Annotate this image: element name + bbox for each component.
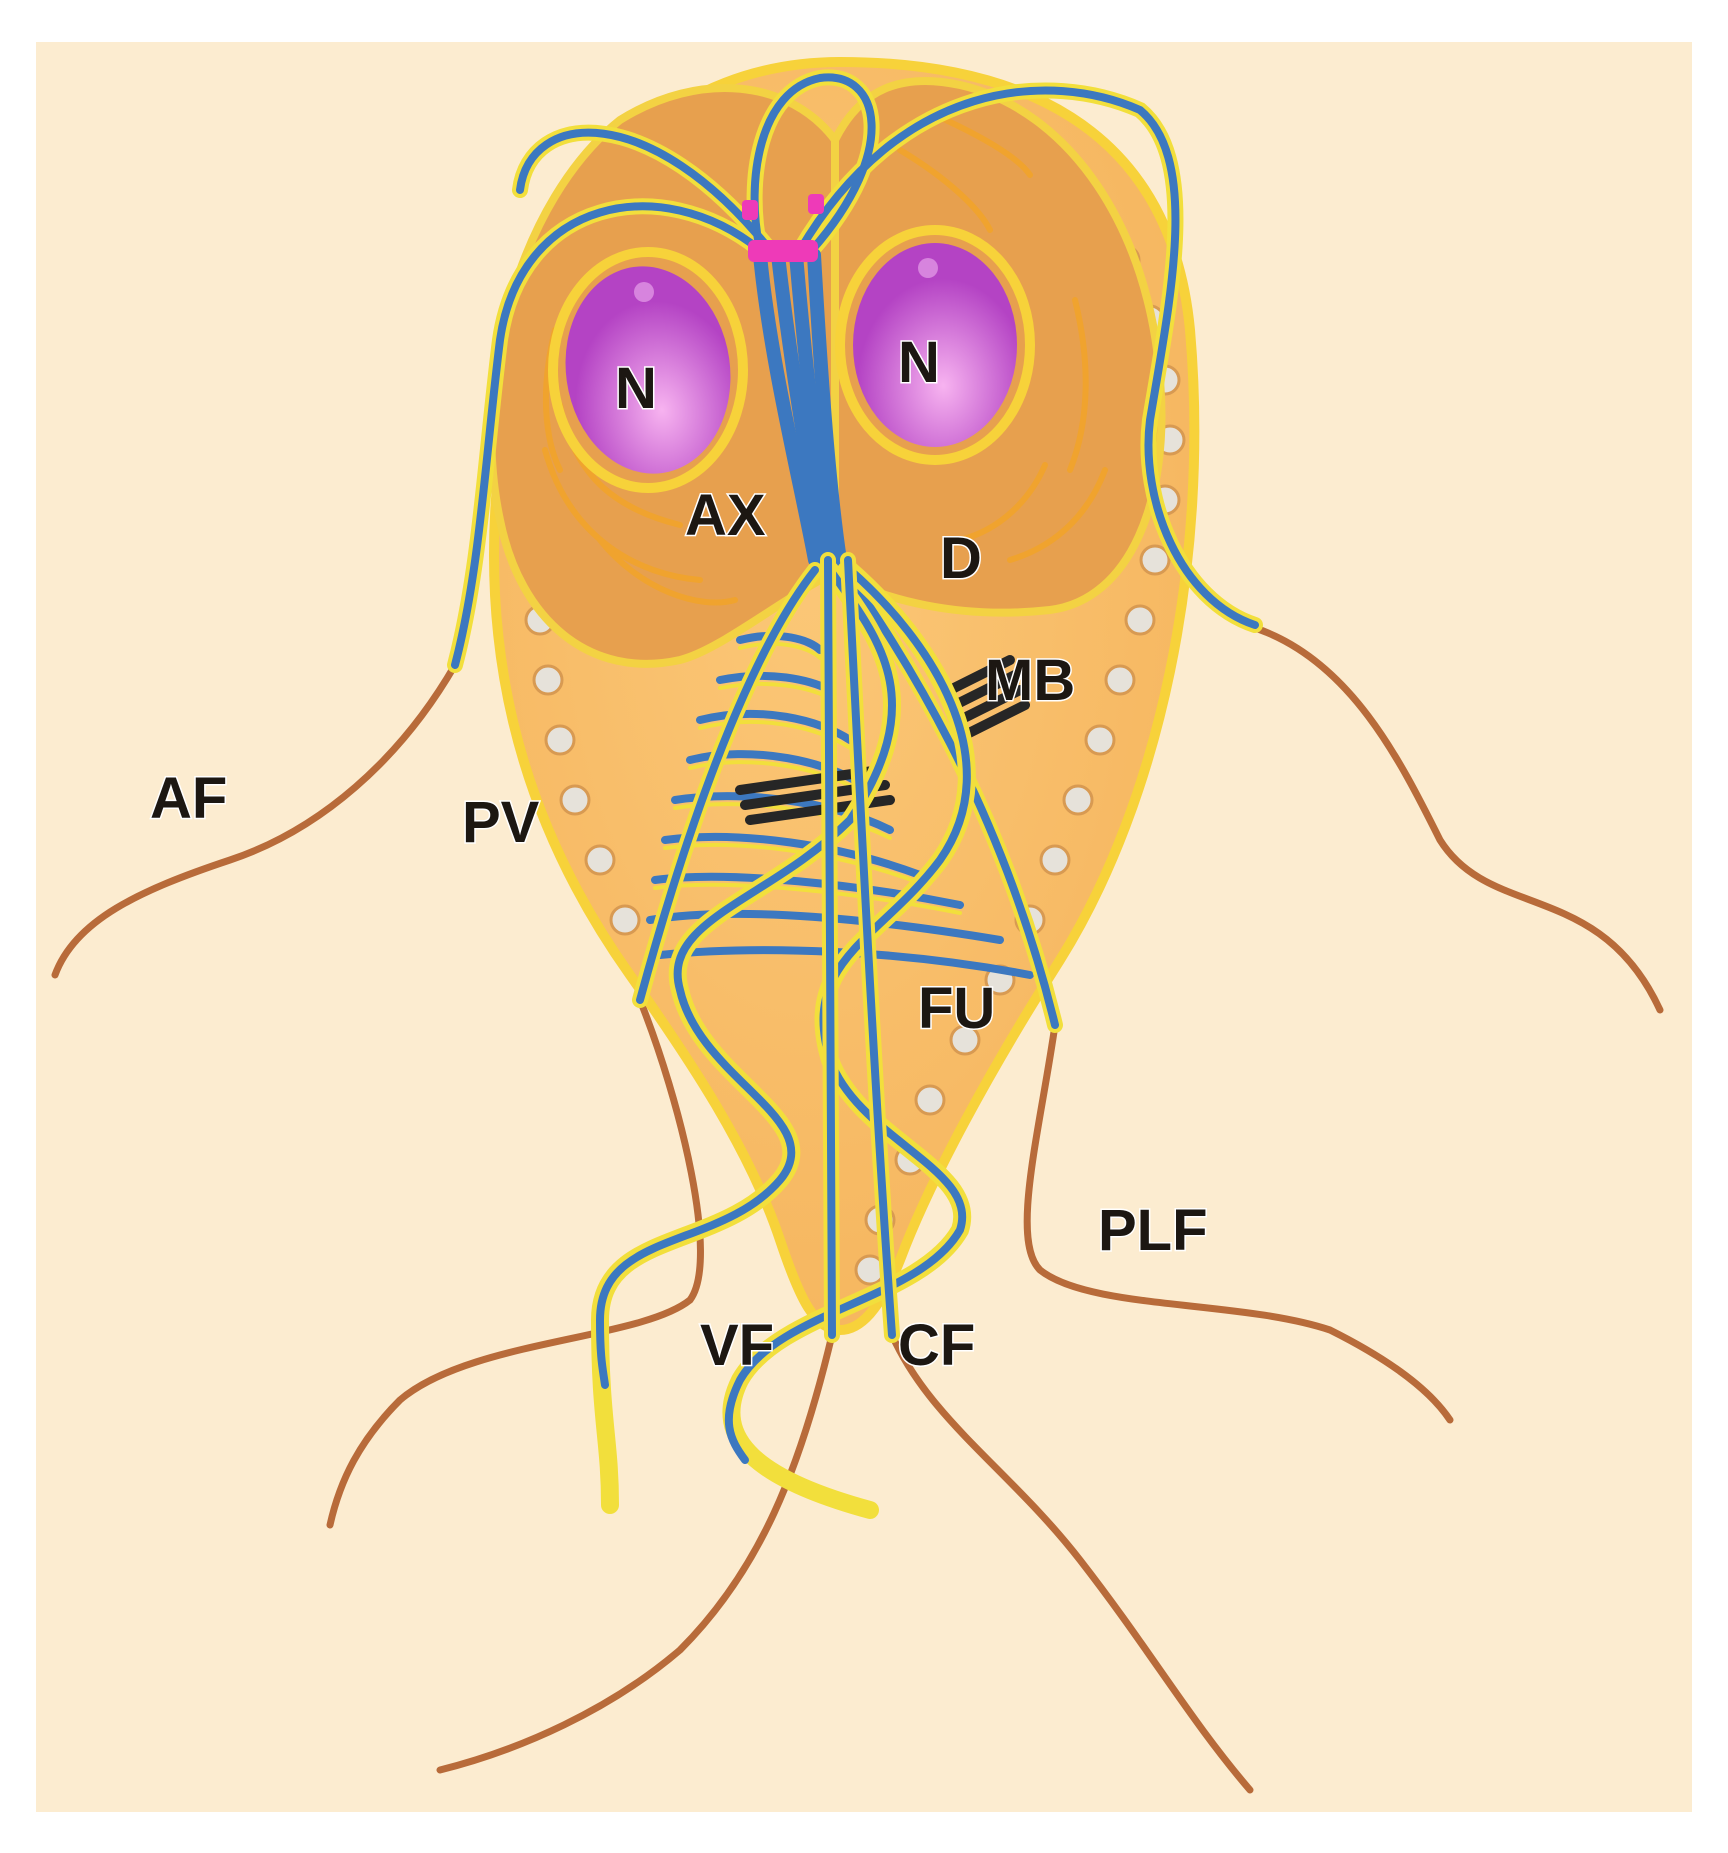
nucleolus-right [918, 258, 938, 278]
basal-bodies [742, 194, 824, 262]
anterior-flagella [51, 624, 1664, 1014]
label-posterolateral-flagella: PLF [1098, 1198, 1208, 1263]
peripheral-vacuole [1139, 544, 1171, 576]
nucleus-right-envelope [835, 225, 1035, 465]
caudal-axoneme-left [824, 556, 836, 1339]
peripheral-vacuole [559, 784, 591, 816]
peripheral-vacuole [1104, 664, 1136, 696]
ventral-flagella [590, 552, 976, 1519]
peripheral-vacuole [1124, 604, 1156, 636]
caudal-flagella [436, 1331, 1254, 1794]
axoneme-cores [451, 73, 1259, 669]
label-median-body: MB [985, 648, 1075, 713]
peripheral-vacuole [584, 844, 616, 876]
nucleus-left-envelope [548, 247, 748, 493]
peripheral-vacuole [949, 1024, 981, 1056]
label-anterior-flagella: AF [150, 766, 227, 831]
nucleus-left [565, 266, 731, 474]
label-axonemes: AX [685, 483, 766, 548]
anterior-flagellum-left [51, 661, 459, 979]
label-caudal-flagella: CF [898, 1313, 975, 1378]
nucleolus-left [634, 282, 654, 302]
posterolateral-flagellum-right [1023, 1021, 1454, 1424]
caudal-flagellum-right [888, 1331, 1254, 1794]
basal-body-left [742, 200, 758, 220]
peripheral-vacuole [1084, 724, 1116, 756]
basal-body-right [808, 194, 824, 214]
labels: N N AX D MB AF PV FU PLF VF CF [149, 329, 1210, 1380]
nuclei [548, 225, 1035, 493]
peripheral-vacuole [914, 1084, 946, 1116]
nucleus-right [853, 243, 1017, 447]
label-nucleus-left: N [615, 356, 657, 421]
caudal-axoneme-right [844, 556, 896, 1339]
peripheral-vacuole [532, 664, 564, 696]
axoneme-bundle [753, 248, 847, 567]
label-ventral-flagella: VF [700, 1313, 774, 1378]
anterior-flagellum-right [1251, 624, 1664, 1014]
label-peripheral-vacuoles: PV [462, 790, 540, 855]
ventral-flagellum-right [724, 566, 971, 1464]
caudal-flagellum-left [436, 1331, 836, 1774]
ventral-flagellum-left [595, 566, 896, 1389]
peripheral-vacuole [1039, 844, 1071, 876]
label-nucleus-right: N [898, 330, 940, 395]
peripheral-vacuole [544, 724, 576, 756]
peripheral-vacuole [609, 904, 641, 936]
peripheral-vacuole [1062, 784, 1094, 816]
label-ventral-disc: D [940, 526, 982, 591]
axonemes [447, 69, 1263, 673]
label-funis: FU [918, 976, 995, 1041]
basal-body-cluster [748, 240, 818, 262]
posterolateral-axonemes [636, 566, 1059, 1029]
